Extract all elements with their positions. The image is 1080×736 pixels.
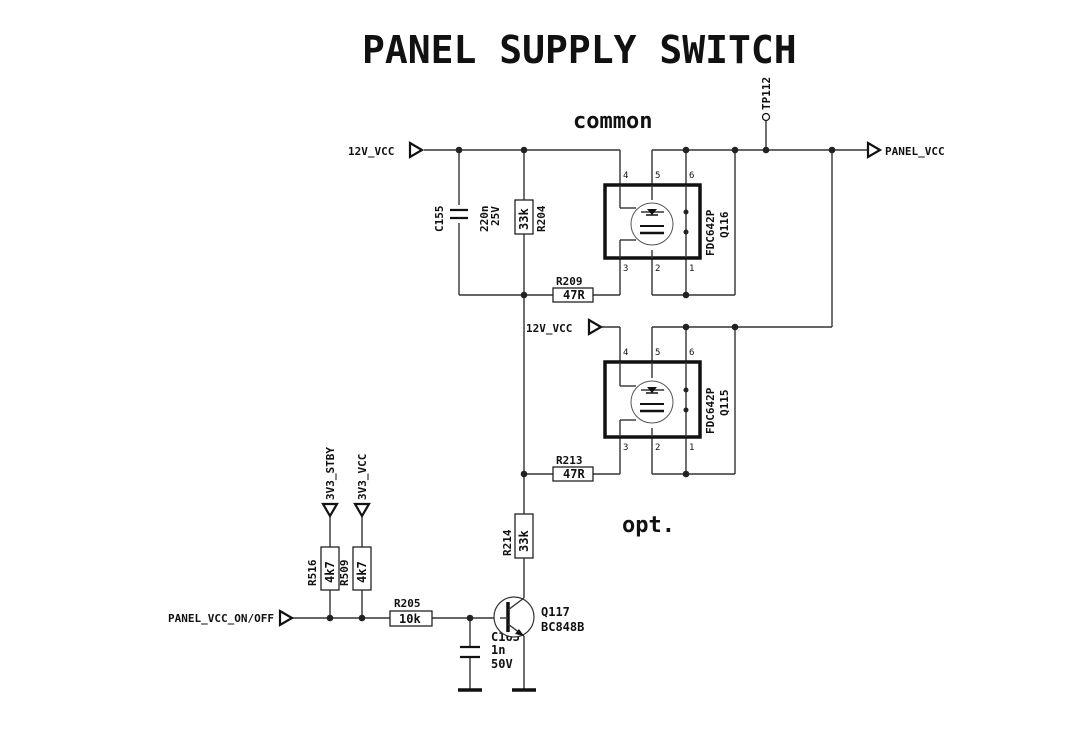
c155-ref: C155	[433, 206, 446, 233]
q115-pin5: 5	[655, 348, 660, 358]
test-point-label: TP112	[760, 77, 773, 110]
r205-value: 10k	[399, 612, 421, 626]
c155-value: 220n	[478, 206, 491, 233]
note-opt: opt.	[622, 513, 675, 538]
resistor-r509: R509 4k7	[338, 546, 372, 591]
q117-part: BC848B	[541, 620, 584, 634]
capacitor-c155: C155 220n 25V	[433, 206, 502, 233]
port-arrow-12v-mid	[587, 318, 604, 336]
net-label-panel-on-off: PANEL_VCC_ON/OFF	[168, 612, 274, 625]
c163-voltage: 50V	[491, 657, 513, 671]
q117-ref: Q117	[541, 605, 570, 619]
r516-ref: R516	[306, 559, 319, 586]
net-3v3-vcc: 3V3_VCC	[353, 454, 371, 519]
r209-value: 47R	[563, 288, 585, 302]
r214-ref: R214	[501, 529, 514, 556]
q115-pin2: 2	[655, 443, 660, 453]
resistor-r205: R205 10k	[389, 597, 433, 627]
resistor-r516: R516 4k7	[306, 546, 340, 591]
q115-pin6: 6	[689, 348, 694, 358]
net-12v-vcc-top: 12V_VCC	[348, 141, 425, 159]
port-arrow-3v3-stby	[321, 502, 339, 519]
net-label-12v-top: 12V_VCC	[348, 145, 394, 158]
c155-voltage: 25V	[489, 206, 502, 226]
q116-pin6: 6	[689, 171, 694, 181]
r214-value: 33k	[517, 530, 531, 552]
resistor-r214: R214 33k	[501, 513, 534, 559]
test-point-circle	[761, 112, 771, 122]
r204-value: 33k	[517, 208, 531, 230]
r509-value: 4k7	[355, 561, 369, 583]
r213-ref: R213	[556, 454, 583, 467]
wires	[292, 120, 868, 690]
net-label-3v3-stby: 3V3_STBY	[324, 447, 337, 500]
q116-pin5: 5	[655, 171, 660, 181]
note-common: common	[573, 109, 652, 134]
port-arrow-12v-top	[408, 141, 425, 159]
port-arrow-3v3-vcc	[353, 502, 371, 519]
q116-ref: Q116	[718, 211, 731, 238]
c163-value: 1n	[491, 643, 505, 657]
test-point-tp112: TP112	[760, 77, 773, 122]
transistor-q117: Q117 BC848B	[493, 596, 584, 638]
q115-pin3: 3	[623, 443, 628, 453]
q116-part: FDC642P	[704, 209, 717, 256]
net-3v3-stby: 3V3_STBY	[321, 447, 339, 519]
net-label-panel-vcc: PANEL_VCC	[885, 145, 945, 158]
q116-pin1: 1	[689, 264, 694, 274]
resistor-r204: 33k R204	[514, 199, 548, 235]
net-label-3v3-vcc: 3V3_VCC	[356, 454, 369, 500]
q115-pin4: 4	[623, 348, 628, 358]
net-label-12v-mid: 12V_VCC	[526, 322, 572, 335]
port-arrow-panel-on-off	[278, 609, 295, 627]
q115-ref: Q115	[718, 390, 731, 417]
q115-pin1: 1	[689, 443, 694, 453]
q115-part: FDC642P	[704, 387, 717, 434]
net-panel-vcc: PANEL_VCC	[866, 141, 945, 159]
port-arrow-panel-vcc	[866, 141, 883, 159]
q116-pin3: 3	[623, 264, 628, 274]
net-12v-vcc-mid: 12V_VCC	[526, 318, 604, 336]
capacitor-c163: C163 1n 50V	[460, 630, 520, 671]
r205-ref: R205	[394, 597, 421, 610]
q116-pin4: 4	[623, 171, 628, 181]
mosfet-q115: 4 5 6 3 2 1 FDC642P Q115	[603, 348, 731, 453]
net-panel-on-off: PANEL_VCC_ON/OFF	[168, 609, 295, 627]
junction-dots	[326, 146, 836, 622]
r204-ref: R204	[535, 205, 548, 232]
r209-ref: R209	[556, 275, 583, 288]
resistor-r213: R213 47R	[552, 454, 594, 482]
r213-value: 47R	[563, 467, 585, 481]
mosfet-q116: 4 5 6 3 2 1 FDC642P Q116	[603, 171, 731, 274]
resistor-r209: R209 47R	[552, 275, 594, 303]
q116-pin2: 2	[655, 264, 660, 274]
r509-ref: R509	[338, 560, 351, 587]
r516-value: 4k7	[323, 561, 337, 583]
diagram-title: PANEL SUPPLY SWITCH	[362, 28, 797, 72]
